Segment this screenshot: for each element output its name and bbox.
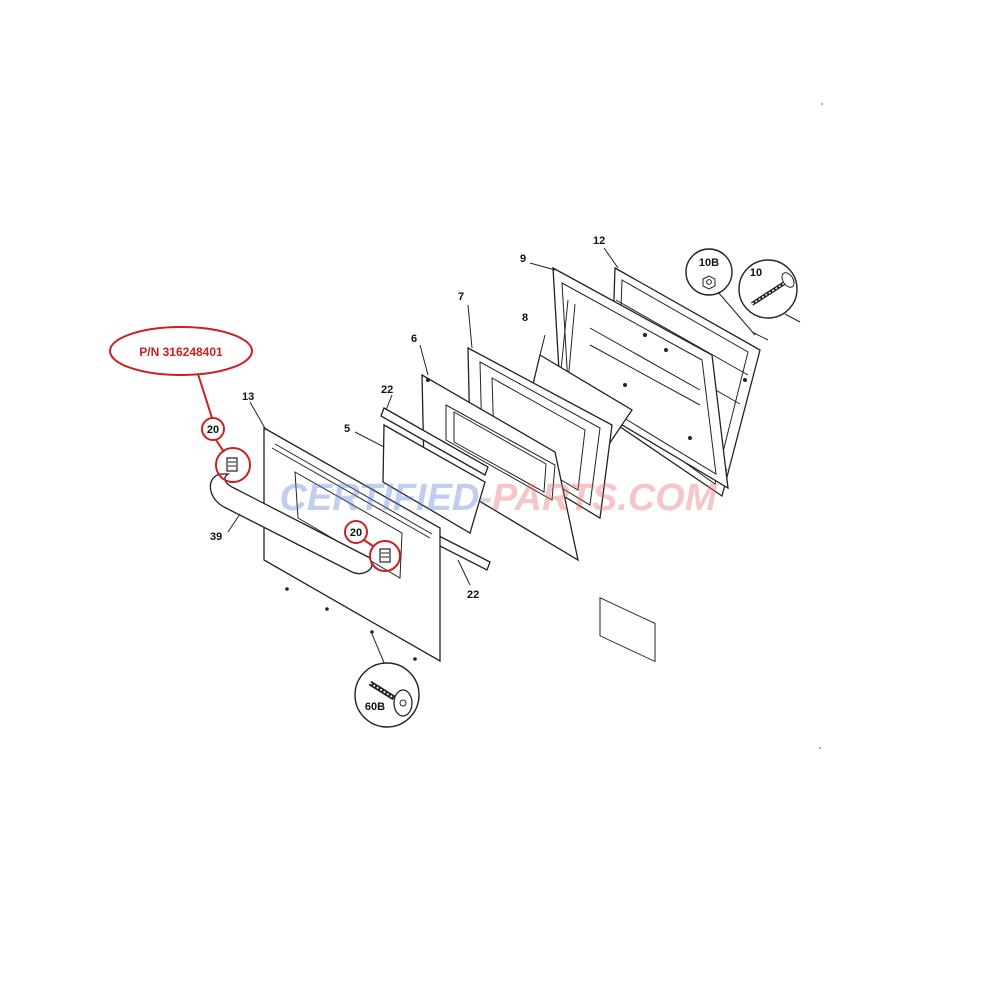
part-number-label: P/N 316248401	[139, 345, 223, 359]
callout-10-label: 10	[750, 267, 762, 279]
label-22-bottom: 22	[467, 589, 479, 601]
callout-10-screw: 10	[738, 259, 801, 341]
label-6: 6	[411, 333, 417, 345]
callout-20-top-label: 20	[207, 424, 219, 436]
callout-20-top: 20	[201, 417, 225, 453]
watermark-dash: -	[479, 477, 492, 519]
label-22-top: 22	[381, 384, 393, 396]
part-number-callout: P/N 316248401	[109, 326, 253, 419]
label-12: 12	[593, 235, 605, 247]
callout-20-mid-label: 20	[350, 527, 362, 539]
watermark: CERTIFIED-PARTS.COM	[279, 477, 717, 519]
screw-highlight-ring	[369, 540, 401, 572]
callout-10B-nut: 10B	[685, 248, 756, 336]
handle-screw-part-20-left	[215, 447, 251, 483]
label-9: 9	[520, 253, 526, 265]
callout-60B-screw: 60B	[354, 633, 420, 728]
screw-icon	[368, 680, 413, 717]
screw-highlight-ring	[215, 447, 251, 483]
handle-screw-part-20-right	[369, 540, 401, 572]
watermark-right: PARTS.COM	[492, 477, 718, 519]
label-5: 5	[344, 423, 350, 435]
label-39: 39	[210, 531, 222, 543]
door-strip-part-22-top	[380, 394, 489, 476]
label-13: 13	[242, 391, 254, 403]
callout-20-mid: 20	[344, 520, 374, 547]
inner-door-panel-part-9	[552, 266, 729, 663]
hex-nut-icon	[702, 275, 716, 290]
screw-icon	[750, 272, 795, 306]
label-7: 7	[458, 291, 464, 303]
callout-60B-label: 60B	[365, 701, 385, 713]
label-8: 8	[522, 312, 528, 324]
callout-10B-label: 10B	[699, 257, 719, 269]
watermark-left: CERTIFIED	[279, 477, 479, 519]
svg-text:CERTIFIED-PARTS.COM: CERTIFIED-PARTS.COM	[279, 477, 717, 519]
window-glass-part-5	[354, 423, 486, 534]
